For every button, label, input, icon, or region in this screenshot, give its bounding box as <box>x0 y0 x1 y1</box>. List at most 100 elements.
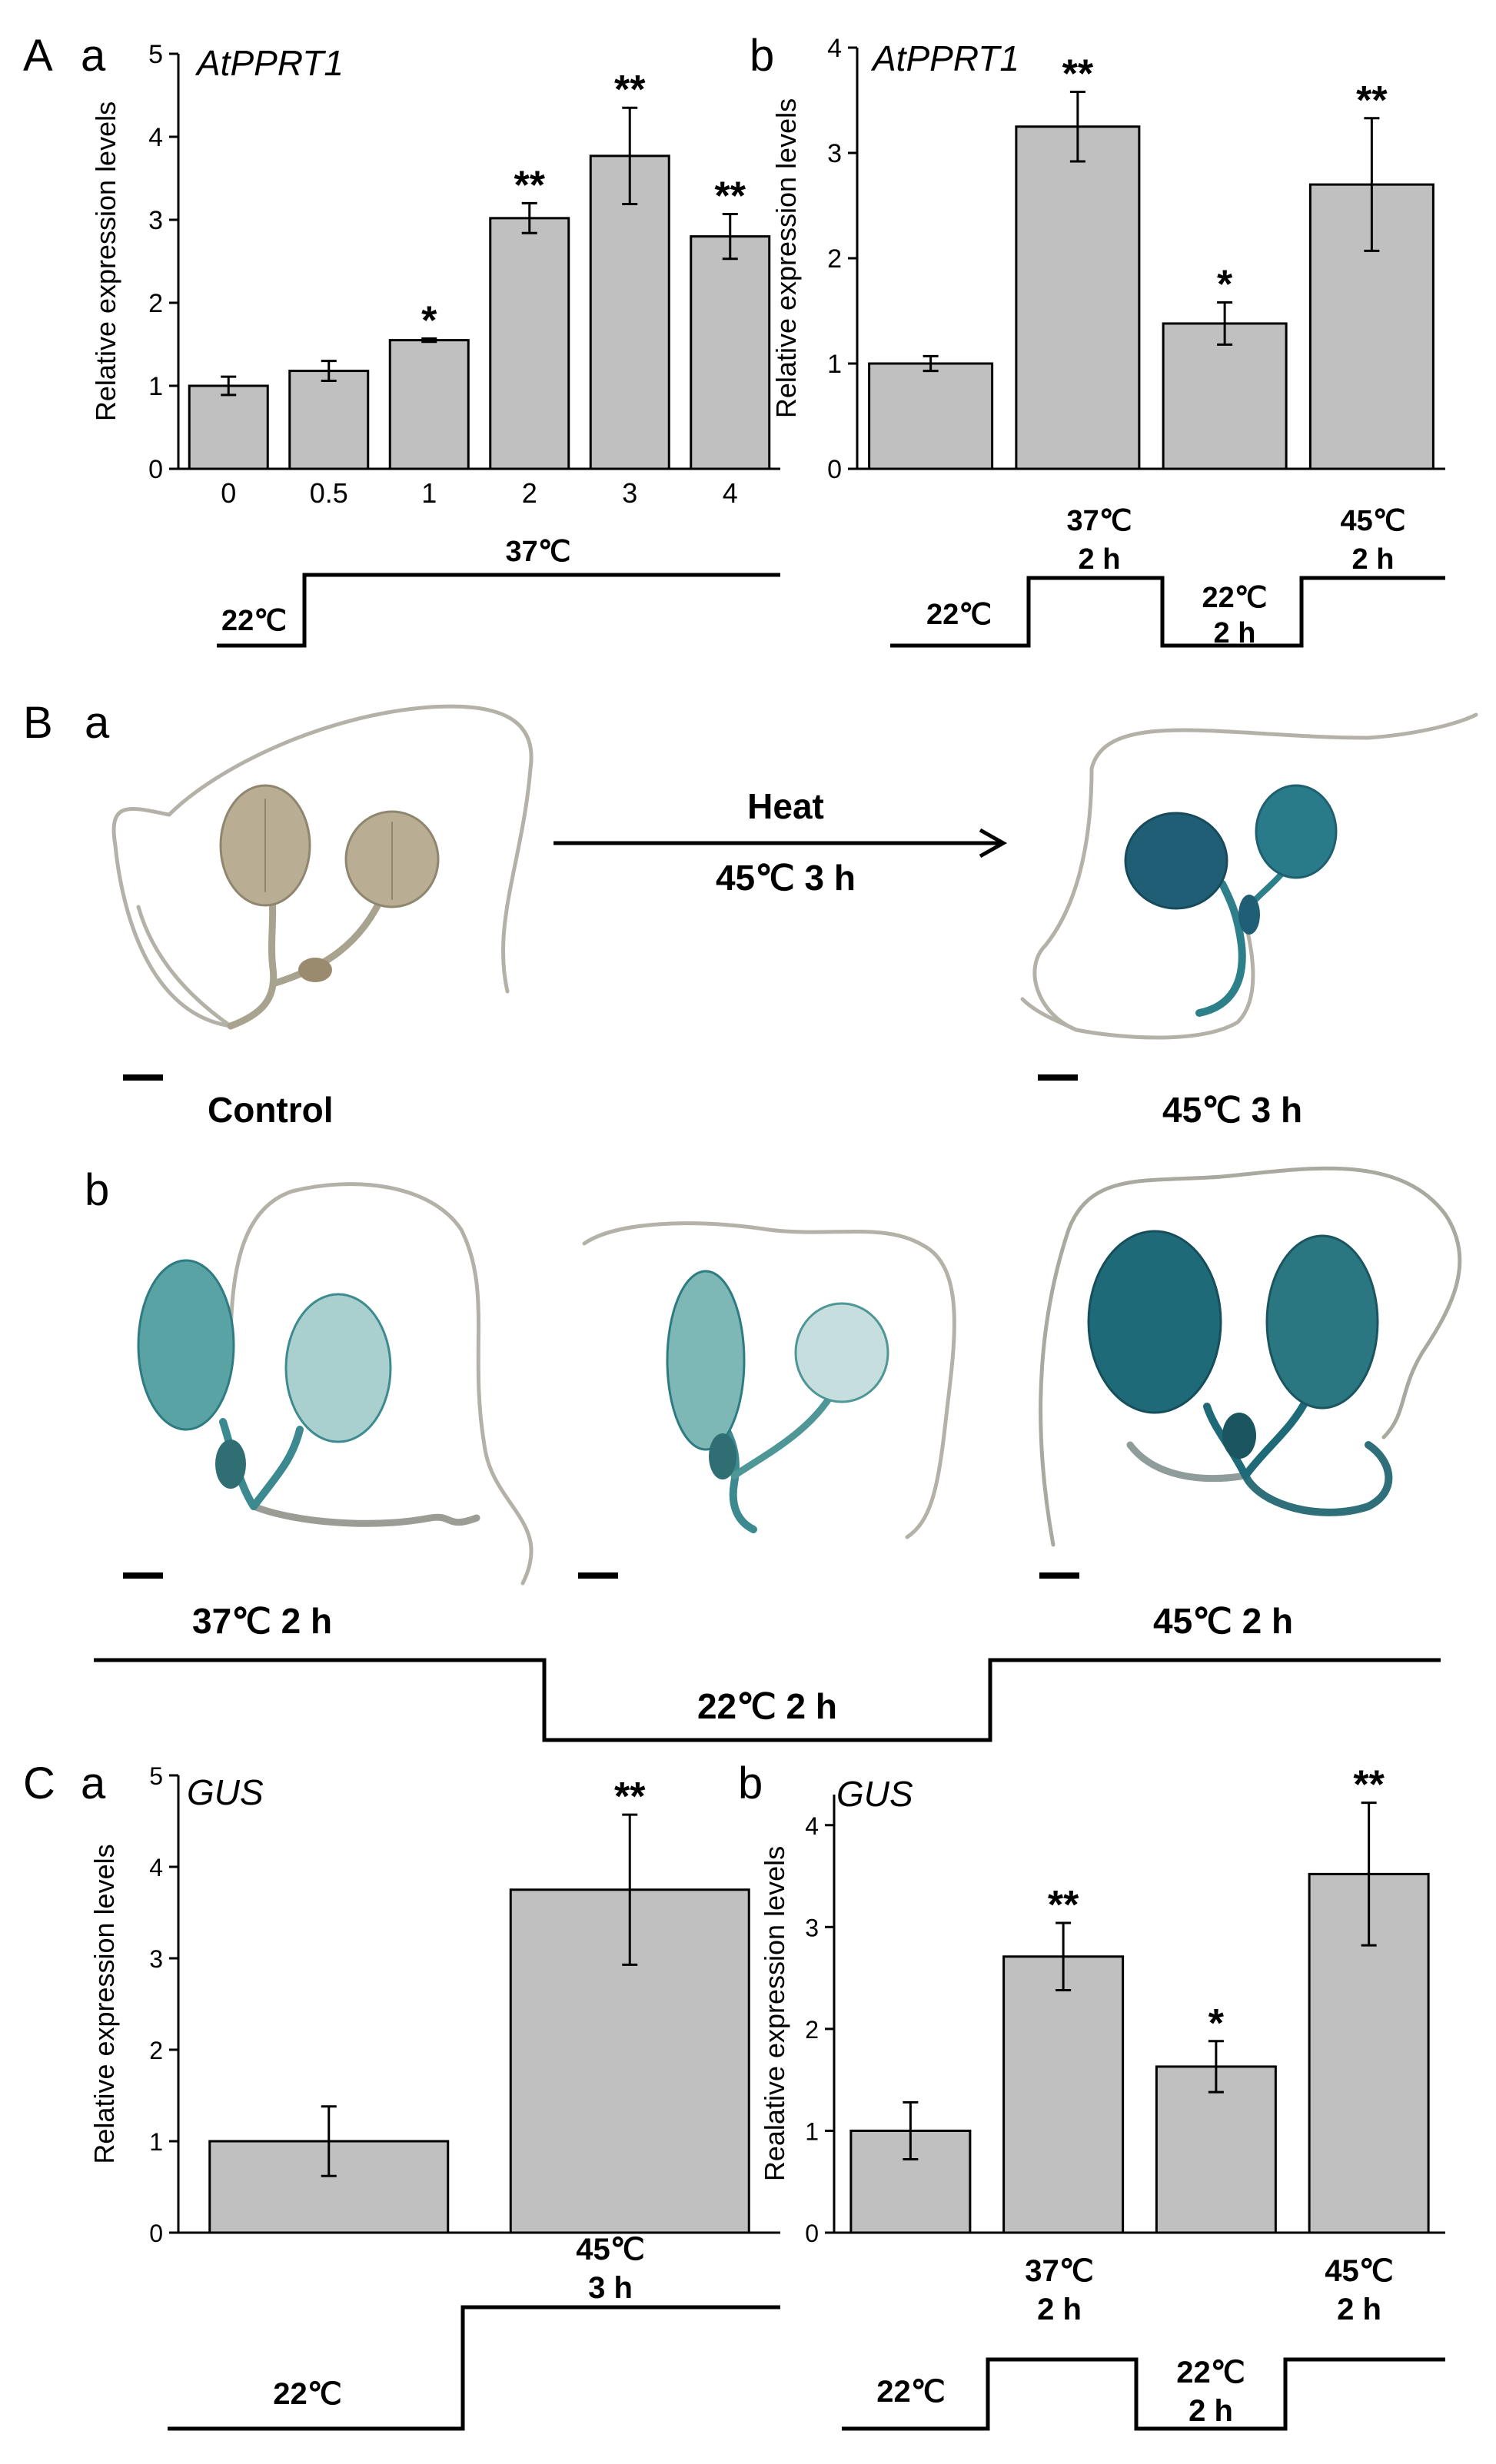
significance-label: ** <box>514 163 546 208</box>
x-tick-label: 2 <box>522 477 537 509</box>
bar <box>188 384 269 470</box>
bar <box>388 339 470 470</box>
y-tick-label: 2 <box>149 2037 163 2064</box>
y-tick-label: 4 <box>827 34 842 63</box>
y-axis-label: Relative expression levels <box>88 1844 120 2163</box>
gene-label: GUS <box>187 1772 264 1812</box>
gene-label: GUS <box>836 1774 913 1814</box>
seedling-45c-2h-image <box>1039 1166 1462 1547</box>
y-tick-label: 3 <box>148 206 163 235</box>
significance-label: * <box>1208 2001 1225 2046</box>
temp-45-time-label: 2 h <box>1352 543 1395 576</box>
x-tick-label: 0.5 <box>310 477 348 509</box>
y-tick-label: 5 <box>148 40 163 69</box>
scale-bar <box>1039 1572 1079 1579</box>
scale-bar <box>123 1572 163 1579</box>
y-tick-label: 1 <box>827 350 842 379</box>
bar <box>1162 322 1288 470</box>
temp-recovery-time-label: 2 h <box>1214 617 1256 649</box>
gene-label: AtPPRT1 <box>194 43 344 83</box>
temp-37-time-label: 2 h <box>1037 2293 1082 2326</box>
temp-low-label: 22℃ <box>221 605 287 637</box>
temp-45-time-label: 2 h <box>1337 2293 1381 2326</box>
temp-step-line <box>890 576 1445 648</box>
temp-high-label: 37℃ <box>506 536 571 568</box>
y-tick-label: 2 <box>805 2016 819 2044</box>
heat-arrow-bottom-label: 45℃ 3 h <box>716 858 856 898</box>
panel-label-A: A <box>23 31 53 81</box>
temp-37-label: 37℃ <box>1025 2254 1093 2288</box>
y-tick-label: 4 <box>149 1854 163 1881</box>
heat-arrow-top-label: Heat <box>747 786 824 826</box>
label-45c-2h: 45℃ 2 h <box>1153 1601 1293 1641</box>
panel-label-B: B <box>23 698 53 748</box>
temp-45-label: 45℃ <box>1341 505 1406 537</box>
seedling-22c-2h-image <box>582 1221 956 1539</box>
label-22c-2h: 22℃ 2 h <box>697 1686 837 1726</box>
temp-37-label: 37℃ <box>1067 505 1132 537</box>
temperature-profile-Cb: 22℃ 37℃ 2 h 22℃ 2 h 45℃ 2 h <box>842 2254 1445 2431</box>
y-axis-label: Relative expression levels <box>90 101 121 421</box>
y-tick-label: 4 <box>148 123 163 152</box>
panel-b: B a b Control Heat 45℃ 3 h <box>23 698 1478 1742</box>
temp-37-time-label: 2 h <box>1079 543 1121 576</box>
panel-label-C: C <box>23 1758 55 1808</box>
label-37c-2h: 37℃ 2 h <box>192 1601 332 1641</box>
temp-recovery-label: 22℃ <box>1202 582 1268 614</box>
temperature-profile-Ca: 22℃ 45℃ 3 h <box>168 2233 780 2431</box>
y-tick-label: 4 <box>805 1812 819 1840</box>
panel-label-Ca: a <box>81 1758 106 1808</box>
scale-bar <box>578 1572 618 1579</box>
significance-label: ** <box>1356 78 1388 123</box>
x-tick-label: 3 <box>622 477 637 509</box>
significance-label: ** <box>1048 1883 1079 1928</box>
significance-label: * <box>1217 263 1233 307</box>
temp-22-label: 22℃ <box>876 2375 945 2409</box>
y-tick-label: 0 <box>148 455 163 484</box>
bar <box>1015 125 1141 470</box>
significance-label: ** <box>715 174 746 218</box>
temp-step-line <box>217 573 780 648</box>
panel-label-Ab: b <box>750 31 774 81</box>
heat-treated-label: 45℃ 3 h <box>1162 1090 1302 1130</box>
temp-recovery-label: 22℃ <box>1176 2356 1245 2389</box>
scale-bar <box>123 1074 163 1081</box>
temp-low-label: 22℃ <box>273 2377 341 2411</box>
y-tick-label: 2 <box>827 244 842 274</box>
bar <box>690 235 771 470</box>
significance-label: ** <box>614 1775 646 1819</box>
scale-bar <box>1038 1074 1078 1081</box>
panel-label-Ba: a <box>85 698 110 748</box>
panel-label-Bb: b <box>85 1165 109 1215</box>
temp-step-line <box>168 2305 780 2431</box>
gene-label: AtPPRT1 <box>870 38 1019 78</box>
y-axis-label: Realative expression levels <box>759 1846 790 2181</box>
y-tick-label: 3 <box>149 1945 163 1973</box>
y-tick-label: 0 <box>805 2220 819 2247</box>
temperature-profile-Bb: 37℃ 2 h 22℃ 2 h 45℃ 2 h <box>94 1601 1441 1742</box>
temp-22-label: 22℃ <box>926 599 992 631</box>
temp-high-label: 45℃ <box>576 2233 644 2266</box>
y-axis-label: Relative expression levels <box>770 98 802 418</box>
y-tick-label: 1 <box>148 372 163 401</box>
heat-arrow: Heat 45℃ 3 h <box>554 786 1008 898</box>
significance-label: ** <box>1353 1763 1385 1808</box>
y-tick-label: 2 <box>148 289 163 318</box>
temperature-profile-Ab: 22℃ 37℃ 2 h 22℃ 2 h 45℃ 2 h <box>890 505 1445 649</box>
seedling-45c-3h-image <box>1020 712 1478 1040</box>
significance-label: ** <box>1062 52 1094 97</box>
temp-step-line <box>94 1658 1441 1742</box>
control-label: Control <box>208 1090 334 1130</box>
significance-label: ** <box>614 68 646 112</box>
x-tick-label: 0 <box>221 477 236 509</box>
y-tick-label: 0 <box>149 2220 163 2247</box>
temp-45-label: 45℃ <box>1325 2254 1393 2288</box>
y-tick-label: 3 <box>827 139 842 168</box>
bar <box>868 362 994 470</box>
